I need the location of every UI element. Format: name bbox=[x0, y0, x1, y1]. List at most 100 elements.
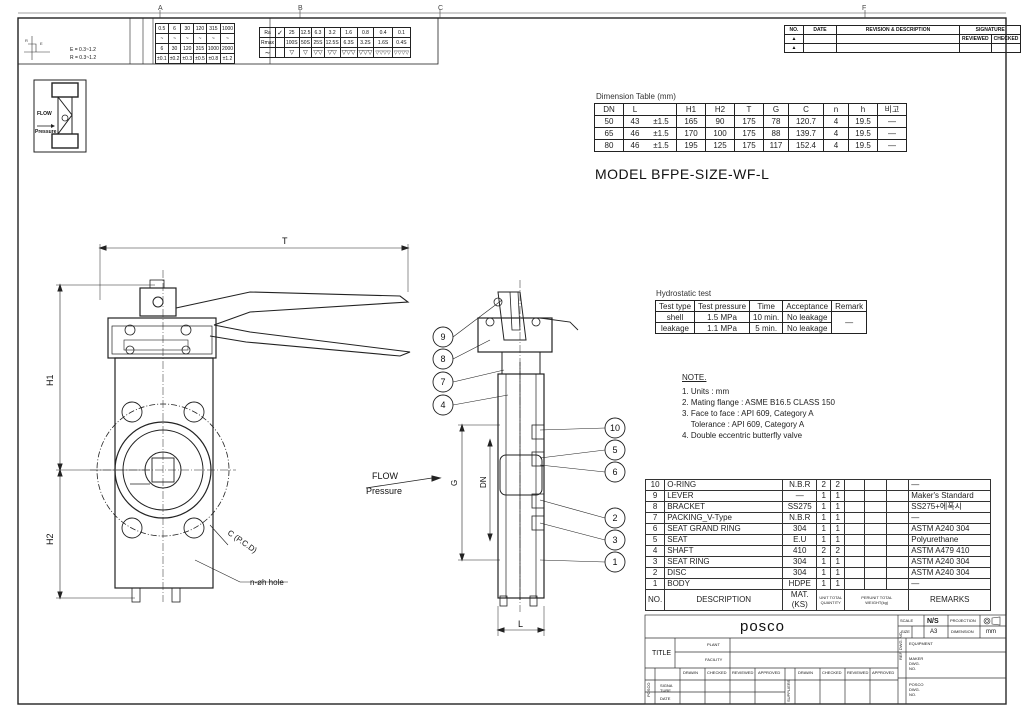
blank-cell bbox=[886, 479, 910, 491]
svg-text:R: R bbox=[25, 38, 28, 43]
bom-cell: ASTM A240 304 bbox=[908, 567, 992, 579]
bom-cell: SEAT GRAND RING bbox=[664, 523, 784, 535]
blank-cell bbox=[844, 556, 866, 568]
bom-cell: SEAT bbox=[664, 534, 784, 546]
rev-signature-header: SIGNATURE bbox=[958, 25, 1022, 35]
bom-total2: TOTAL bbox=[879, 595, 893, 600]
bom-cell: 2 bbox=[816, 545, 832, 557]
dim-cell: — bbox=[877, 115, 907, 128]
range-cell: ~ bbox=[205, 33, 221, 44]
dim-cell: 90 bbox=[705, 115, 735, 128]
dim-cell: 88 bbox=[763, 127, 789, 140]
suppliers-vertical-label: SUPPLIERS bbox=[786, 679, 791, 702]
hydro-cell: 1.1 MPa bbox=[694, 322, 751, 334]
range-cell: 315 bbox=[205, 23, 221, 34]
flow-icon-label: FLOW bbox=[37, 111, 52, 117]
bom-cell: ASTM A479 410 bbox=[908, 545, 992, 557]
grid-letter-f: F bbox=[862, 5, 867, 12]
hydro-header: Acceptance bbox=[782, 300, 833, 312]
table-row: 50 43 ±1.5 165 90 175 78 120.7 4 19.5 — bbox=[594, 115, 907, 128]
rmax-cell: 50S bbox=[298, 37, 313, 48]
side-view bbox=[365, 280, 579, 636]
dim-cell: 65 bbox=[594, 127, 624, 140]
blank-cell bbox=[275, 37, 285, 48]
bom-cell: SEAT RING bbox=[664, 556, 784, 568]
blank-cell bbox=[803, 43, 837, 53]
balloon-num: 10 bbox=[610, 423, 620, 433]
bom-cell: 3 bbox=[644, 556, 666, 568]
pressure-icon-label: Pressure bbox=[35, 129, 57, 135]
bom-cell: ASTM A240 304 bbox=[908, 556, 992, 568]
balloon-numbers: 9 8 7 4 10 5 6 2 3 1 bbox=[440, 332, 620, 567]
hydro-cell: 5 min. bbox=[749, 322, 784, 334]
range-cell: 30 bbox=[180, 23, 195, 34]
bom-cell: 1 bbox=[816, 501, 832, 513]
bom-cell: — bbox=[908, 578, 992, 590]
bom-cell: 6 bbox=[644, 523, 666, 535]
checked-label: CHECKED bbox=[707, 670, 727, 675]
dim-header: 비고 bbox=[877, 103, 907, 116]
bom-cell: — bbox=[908, 512, 992, 524]
range-cell: 0.5 bbox=[155, 23, 169, 34]
plant-label: PLANT bbox=[707, 642, 720, 647]
range-cell: ~ bbox=[155, 33, 169, 44]
blank-cell bbox=[886, 556, 910, 568]
dim-cell: 46 bbox=[623, 127, 646, 140]
hydro-title: Hydrostatic test bbox=[656, 289, 712, 298]
ra-cell: 6.3 bbox=[311, 27, 325, 38]
bom-header: MAT.(KS) bbox=[782, 589, 818, 611]
dim-cell: 125 bbox=[705, 139, 735, 152]
reviewed-label: REVIEWED bbox=[732, 670, 754, 675]
bom-perunit: PERUNIT bbox=[861, 595, 879, 600]
dim-cell: 4 bbox=[823, 127, 849, 140]
range-cell: 120 bbox=[193, 23, 207, 34]
hydro-header: Time bbox=[749, 300, 784, 312]
bom-cell: 1 bbox=[830, 534, 846, 546]
hydro-cell: No leakage bbox=[782, 322, 833, 334]
balloon-num: 6 bbox=[612, 467, 617, 477]
grid-letter-c: C bbox=[438, 5, 444, 12]
hydro-cell: 1.5 MPa bbox=[694, 311, 751, 323]
dim-cell: 195 bbox=[676, 139, 706, 152]
bom-cell: 1 bbox=[816, 512, 832, 524]
hydro-header: Test pressure bbox=[694, 300, 751, 312]
bom-cell: 10 bbox=[644, 479, 666, 491]
rmax-cell: 25S bbox=[311, 37, 325, 48]
posco-dwg-label: POSCO DWG. NO. bbox=[909, 682, 924, 697]
bom-cell: 1 bbox=[830, 490, 846, 502]
bom-cell: LEVER bbox=[664, 490, 784, 502]
dim-cell: 120.7 bbox=[788, 115, 824, 128]
label-DN: DN bbox=[479, 476, 488, 488]
dim-header: H2 bbox=[705, 103, 735, 116]
drawn-label-2: DRAWN bbox=[798, 670, 813, 675]
note-item: 4. Double eccentric butterfly valve bbox=[682, 431, 803, 440]
bom-cell: 1 bbox=[644, 578, 666, 590]
dim-cell: 139.7 bbox=[788, 127, 824, 140]
rev-checked: CHECKED bbox=[990, 34, 1022, 44]
blank-cell bbox=[864, 534, 888, 546]
tol-cell: ±0.3 bbox=[180, 53, 195, 64]
bom-cell: 1 bbox=[830, 556, 846, 568]
tolerance-block bbox=[17, 17, 439, 65]
bom-cell: DISC bbox=[664, 567, 784, 579]
triangle-icon: ▽ bbox=[283, 47, 300, 58]
table-row: 6 SEAT GRAND RING 304 1 1 ASTM A240 304 bbox=[644, 523, 992, 535]
blank-cell bbox=[886, 545, 910, 557]
table-row: 65 46 ±1.5 170 100 175 88 139.7 4 19.5 — bbox=[594, 127, 907, 140]
blank-cell bbox=[864, 512, 888, 524]
revision-table: NO. DATE REVISION & DESCRIPTION SIGNATUR… bbox=[784, 25, 1022, 53]
blank-cell bbox=[844, 567, 866, 579]
note-item: 2. Mating flange : ASME B16.5 CLASS 150 bbox=[682, 398, 835, 407]
bom-cell: 1 bbox=[816, 556, 832, 568]
blank-cell bbox=[844, 534, 866, 546]
bom-cell: 1 bbox=[830, 567, 846, 579]
dim-header: n bbox=[823, 103, 849, 116]
blank-cell bbox=[864, 578, 888, 590]
posco-vertical-label: POSCO bbox=[646, 682, 651, 697]
approved-label-2: APPROVED bbox=[872, 670, 895, 675]
dim-header: DN bbox=[594, 103, 624, 116]
range-cell: 315 bbox=[193, 43, 207, 54]
